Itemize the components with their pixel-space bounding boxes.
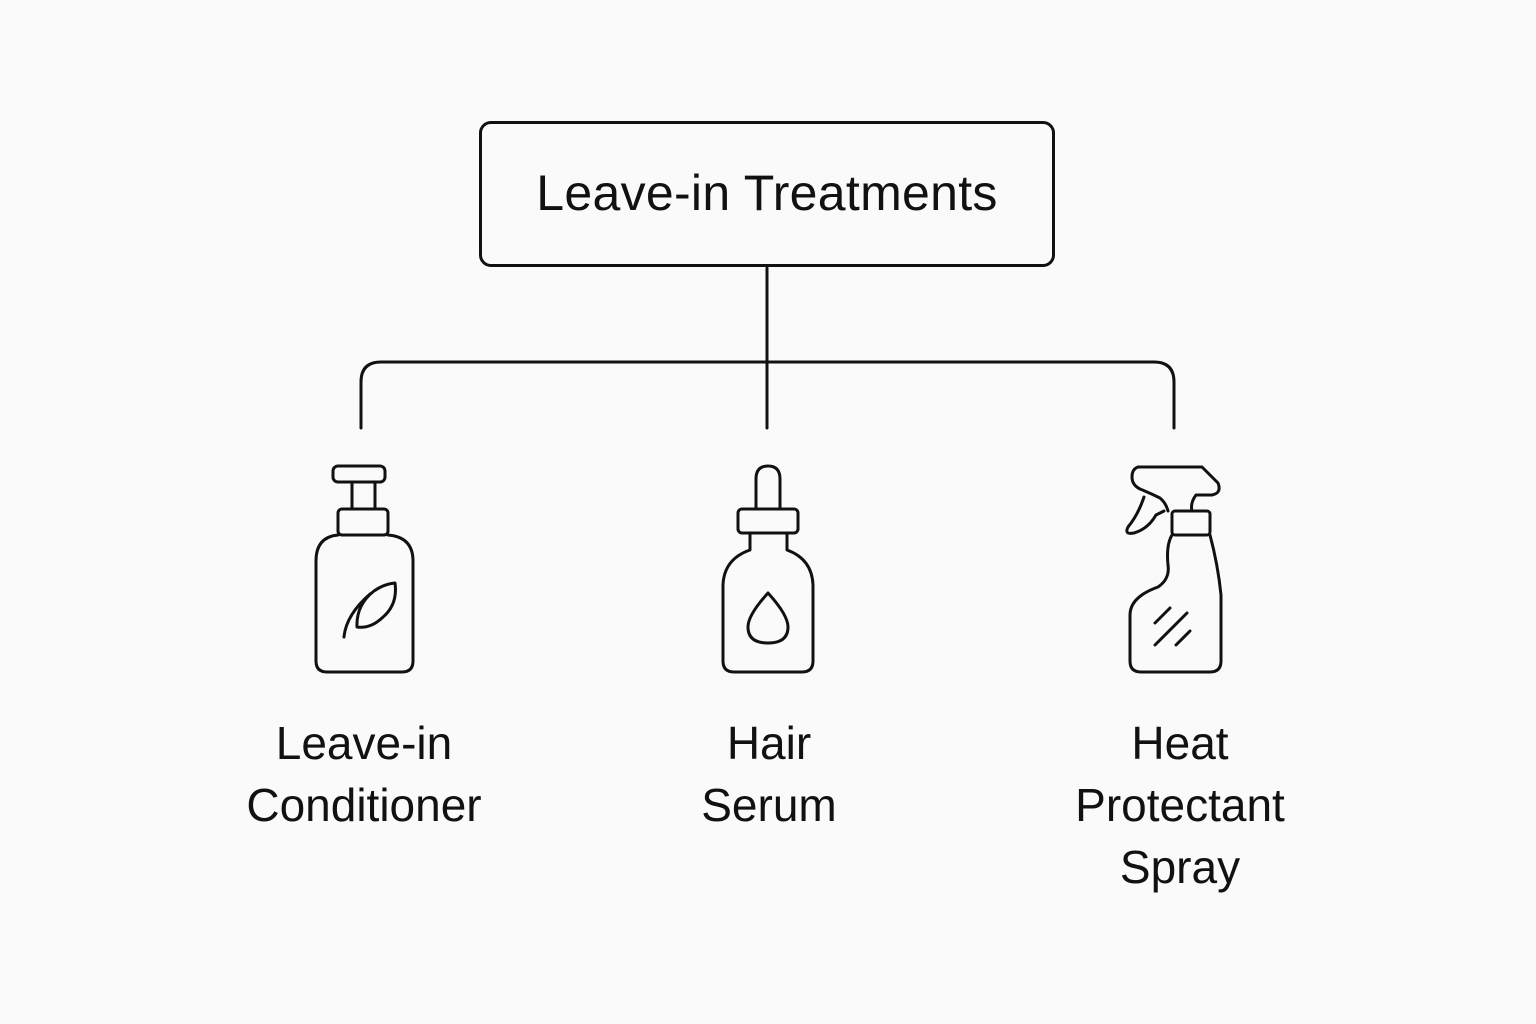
spray-bottle-icon <box>1125 465 1223 674</box>
label-line: Serum <box>701 779 837 831</box>
label-line: Heat <box>1131 717 1229 769</box>
child-label-heat-protectant-spray: Heat Protectant Spray <box>1000 712 1360 898</box>
root-node: Leave-in Treatments <box>479 121 1055 267</box>
label-line: Leave-in <box>275 717 453 769</box>
label-line: Hair <box>726 717 812 769</box>
dropper-bottle-icon <box>721 464 815 674</box>
branch-bar <box>359 360 1176 430</box>
child-label-leave-in-conditioner: Leave-in Conditioner <box>184 712 544 836</box>
label-line: Protectant <box>1075 779 1285 831</box>
label-line: Conditioner <box>246 779 482 831</box>
pump-bottle-leaf-icon <box>314 464 415 674</box>
label-line: Spray <box>1119 841 1241 893</box>
root-node-label: Leave-in Treatments <box>536 165 998 221</box>
child-label-hair-serum: Hair Serum <box>589 712 949 836</box>
